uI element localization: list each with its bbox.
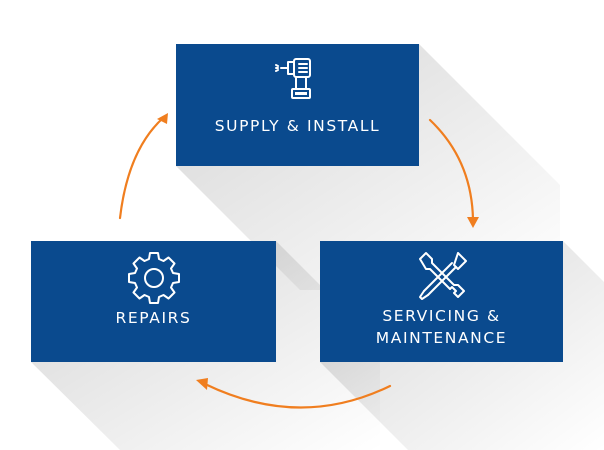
step-label: REPAIRS [115, 309, 192, 327]
step-repairs: REPAIRS [31, 241, 276, 362]
arrow-repairs-to-supply [118, 116, 165, 220]
step-label: SERVICING & MAINTENANCE [375, 307, 508, 347]
shadow-servicing [320, 241, 604, 450]
step-supply-install: SUPPLY & INSTALL [176, 44, 419, 166]
arrow-supply-to-servicing [428, 118, 475, 222]
arrow-servicing-to-repairs [203, 382, 392, 409]
shadow-supply [176, 44, 560, 290]
step-label: SUPPLY & INSTALL [214, 117, 381, 135]
shadow-repairs [31, 241, 380, 450]
drill-icon [274, 58, 311, 99]
wrench-screwdriver-icon [418, 252, 467, 300]
arrowhead-repairs [196, 378, 208, 390]
gear-icon [127, 252, 180, 304]
step-servicing-maintenance: SERVICING & MAINTENANCE [320, 241, 563, 362]
arrowhead-supply [157, 113, 168, 124]
arrowhead-servicing [467, 217, 479, 228]
